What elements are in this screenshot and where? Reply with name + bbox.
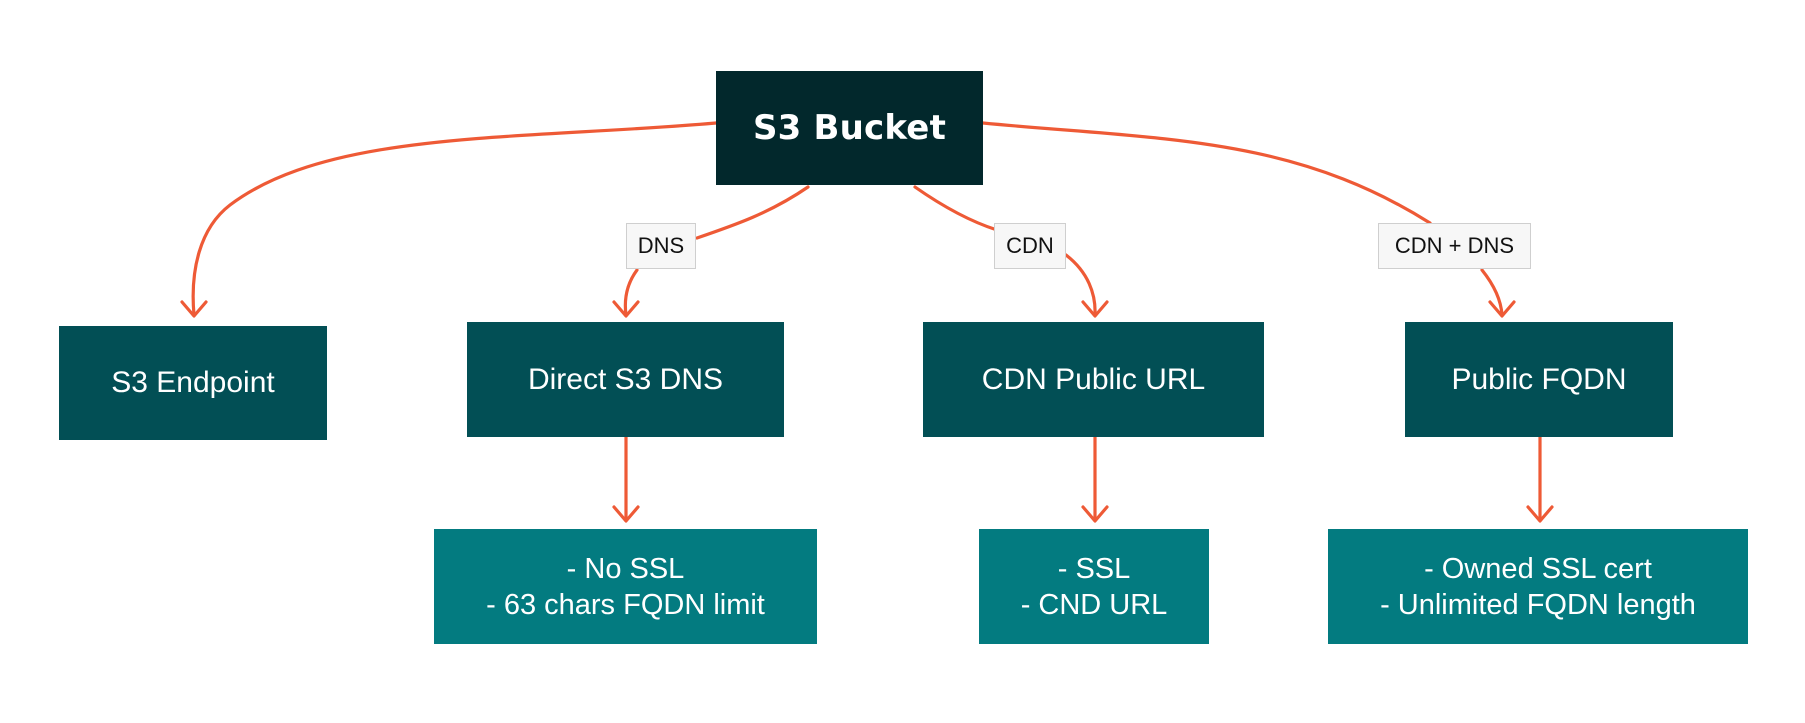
public-fqdn-notes: - Owned SSL cert - Unlimited FQDN length <box>1328 529 1748 644</box>
arrowhead-cdn-public-url <box>1081 300 1109 318</box>
connector-root-to-s3-endpoint <box>191 121 718 317</box>
arrowhead-direct-s3-dns <box>612 300 640 318</box>
note-line: - Owned SSL cert <box>1424 552 1652 585</box>
connector-root-to-direct-s3-dns <box>695 185 810 240</box>
edge-label-cdn: CDN <box>994 223 1066 269</box>
s3-bucket-label: S3 Bucket <box>752 108 947 148</box>
direct-s3-dns-label: Direct S3 DNS <box>527 362 724 396</box>
note-line: - CND URL <box>1020 588 1168 621</box>
note-line: - SSL <box>1057 552 1131 585</box>
connector-cdn-dns-label-to-public-fqdn <box>1480 268 1504 317</box>
arrowhead-cdn-public-url-notes <box>1081 505 1109 523</box>
note-line: - 63 chars FQDN limit <box>486 588 765 621</box>
note-line: - No SSL <box>566 552 685 585</box>
edge-label-cdn-text: CDN <box>1006 233 1054 258</box>
arrowhead-direct-s3-dns-notes <box>612 505 640 523</box>
edge-label-cdn-dns: CDN + DNS <box>1378 223 1531 269</box>
cdn-public-url-label: CDN Public URL <box>981 362 1206 396</box>
s3-endpoint-label: S3 Endpoint <box>111 366 275 399</box>
edge-label-dns-text: DNS <box>637 233 685 258</box>
note-line: - Unlimited FQDN length <box>1380 588 1696 621</box>
edge-label-cdn-dns-text: CDN + DNS <box>1394 233 1515 258</box>
public-fqdn-label: Public FQDN <box>1451 362 1627 396</box>
public-fqdn-node: Public FQDN <box>1405 322 1673 437</box>
arrowhead-public-fqdn-notes <box>1526 505 1554 523</box>
edge-label-dns: DNS <box>626 223 696 269</box>
direct-s3-dns-node: Direct S3 DNS <box>467 322 784 437</box>
connector-root-to-cdn-public-url <box>913 185 999 232</box>
s3-bucket-node: S3 Bucket <box>716 71 983 185</box>
connector-dns-label-to-direct-s3-dns <box>623 268 639 317</box>
connector-cdn-label-to-cdn-public-url <box>1064 253 1097 317</box>
s3-endpoint-node: S3 Endpoint <box>59 326 327 440</box>
arrowhead-s3-endpoint <box>180 300 208 318</box>
cdn-public-url-notes: - SSL - CND URL <box>979 529 1209 644</box>
connector-root-to-public-fqdn <box>981 121 1432 225</box>
cdn-public-url-node: CDN Public URL <box>923 322 1264 437</box>
arrowhead-public-fqdn <box>1488 300 1516 318</box>
direct-s3-dns-notes: - No SSL - 63 chars FQDN limit <box>434 529 817 644</box>
